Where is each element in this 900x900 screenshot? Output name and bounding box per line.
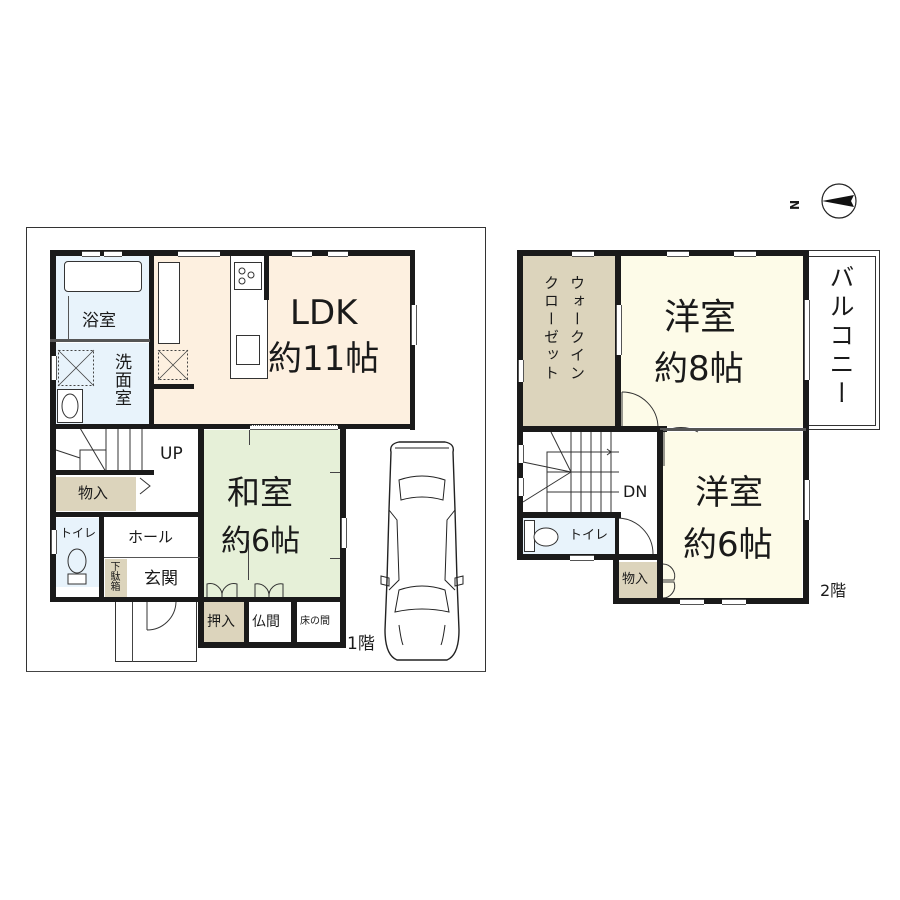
stairs-icon [55, 427, 143, 473]
burner-icon [238, 267, 255, 285]
room-hall [106, 518, 200, 558]
tatami-line-4 [330, 558, 342, 559]
room-toilet-1f [56, 518, 99, 598]
window [178, 251, 220, 257]
window [292, 251, 312, 257]
tatami-line-2 [248, 540, 249, 580]
car-icon [380, 441, 464, 661]
bath-label: 浴室 [82, 311, 116, 331]
tall-cabinet [158, 262, 180, 344]
wall [198, 642, 346, 648]
window [104, 251, 122, 257]
ldk-name: LDK [290, 293, 358, 333]
wall [50, 250, 414, 256]
ldk-size: 約11帖 [268, 339, 380, 379]
washitsu-size: 約6帖 [221, 524, 301, 559]
window [341, 518, 347, 548]
storage-1f-label: 物入 [78, 484, 109, 502]
room-washitsu [204, 430, 342, 598]
wall [50, 512, 200, 517]
room-butsuma [249, 602, 291, 642]
wall [50, 597, 204, 602]
ldk-partition [152, 384, 194, 389]
basin-bowl-icon [61, 393, 79, 419]
wall [198, 424, 204, 648]
entrance-door-swing [146, 600, 177, 631]
window [250, 425, 338, 430]
tokonoma-label: 床の間 [300, 616, 330, 627]
toilet-bottom-white [56, 587, 99, 598]
shoe-box [105, 559, 127, 597]
bath-divider [68, 296, 69, 340]
oshiire-label: 押入 [207, 614, 235, 630]
room-oshiire [204, 602, 244, 642]
wall [198, 597, 346, 602]
wall [291, 597, 297, 647]
tatami-line [249, 430, 250, 445]
bathtub-icon [64, 261, 142, 292]
wall [244, 597, 249, 647]
shoe-box-label: 下駄箱 [108, 561, 119, 591]
door-swing-icon [139, 477, 151, 495]
window [411, 305, 417, 345]
hall-divider [104, 557, 200, 558]
stairs-up-label: UP [160, 444, 183, 464]
window [51, 356, 57, 380]
tatami-line-3 [330, 472, 342, 473]
stair-hall [151, 428, 200, 518]
entrance-label: 玄関 [144, 569, 178, 589]
wash-basin-icon [57, 389, 83, 423]
window [328, 251, 348, 257]
closet-doors-icon [206, 583, 284, 598]
porch-step [132, 600, 133, 662]
room-entrance [128, 563, 200, 598]
washroom-label: 洗面室 [111, 353, 131, 407]
wall [50, 470, 154, 475]
window [51, 530, 57, 554]
room-tokonoma [297, 602, 339, 642]
sink-icon [236, 335, 260, 365]
kitchen-wall [264, 255, 269, 300]
washitsu-name: 和室 [227, 473, 293, 512]
window [82, 251, 100, 257]
site-boundary [26, 227, 486, 672]
wall [149, 250, 154, 428]
toilet-icon [67, 548, 87, 585]
hall-label: ホール [128, 528, 174, 546]
room-ldk [153, 255, 413, 427]
wall [50, 339, 150, 342]
wall [99, 517, 104, 599]
wall [50, 424, 415, 429]
room-storage-1f [56, 477, 136, 511]
washer-icon [57, 349, 95, 387]
butsuma-label: 仏間 [252, 614, 280, 630]
refrigerator-icon [157, 349, 189, 381]
toilet-1f-label: トイレ [60, 526, 97, 540]
floor-1-label: 1階 [347, 634, 375, 654]
